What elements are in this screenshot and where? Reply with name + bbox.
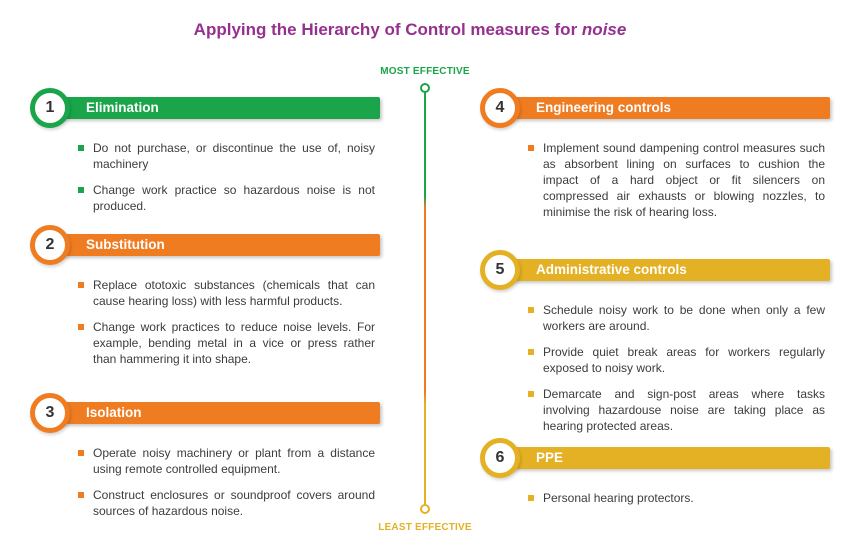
control-measures-list: Personal hearing protectors.	[527, 490, 825, 506]
control-name: PPE	[536, 450, 564, 465]
control-number-badge: 4	[480, 88, 520, 128]
measure-item: Change work practice so hazardous noise …	[77, 182, 375, 214]
control-header: PPE 6	[480, 438, 830, 478]
control-measures-list: Replace ototoxic substances (chemicals t…	[77, 277, 375, 367]
measure-item: Do not purchase, or discontinue the use …	[77, 140, 375, 172]
control-measures-list: Schedule noisy work to be done when only…	[527, 302, 825, 434]
control-number-badge: 6	[480, 438, 520, 478]
measure-item: Demarcate and sign-post areas where task…	[527, 386, 825, 434]
measure-item: Construct enclosures or soundproof cover…	[77, 487, 375, 519]
least-effective-label: LEAST EFFECTIVE	[378, 522, 472, 533]
measure-item: Personal hearing protectors.	[527, 490, 825, 506]
control-engineering: Engineering controls 4 Implement sound d…	[480, 88, 830, 230]
title-emphasis: noise	[581, 20, 627, 39]
control-bar	[500, 259, 830, 281]
title-main: Applying the Hierarchy of Control measur…	[193, 20, 578, 39]
control-administrative: Administrative controls 5 Schedule noisy…	[480, 250, 830, 444]
control-number-badge: 3	[30, 393, 70, 433]
control-bar	[50, 234, 380, 256]
control-header: Administrative controls 5	[480, 250, 830, 290]
measure-item: Provide quiet break areas for workers re…	[527, 344, 825, 376]
control-number-badge: 2	[30, 225, 70, 265]
control-ppe: PPE 6 Personal hearing protectors.	[480, 438, 830, 516]
control-name: Substitution	[86, 237, 165, 252]
measure-item: Replace ototoxic substances (chemicals t…	[77, 277, 375, 309]
control-name: Engineering controls	[536, 100, 672, 115]
control-measures-list: Do not purchase, or discontinue the use …	[77, 140, 375, 214]
control-elimination: Elimination 1 Do not purchase, or discon…	[30, 88, 380, 224]
control-number-badge: 5	[480, 250, 520, 290]
control-isolation: Isolation 3 Operate noisy machinery or p…	[30, 393, 380, 529]
control-bar	[50, 97, 380, 119]
measure-item: Implement sound dampening control measur…	[527, 140, 825, 220]
control-name: Elimination	[86, 100, 159, 115]
measure-item: Change work practices to reduce noise le…	[77, 319, 375, 367]
axis-end-marker	[420, 504, 430, 514]
measure-item: Operate noisy machinery or plant from a …	[77, 445, 375, 477]
control-bar	[500, 447, 830, 469]
control-header: Engineering controls 4	[480, 88, 830, 128]
control-name: Administrative controls	[536, 262, 687, 277]
control-measures-list: Operate noisy machinery or plant from a …	[77, 445, 375, 519]
control-substitution: Substitution 2 Replace ototoxic substanc…	[30, 225, 380, 377]
control-header: Elimination 1	[30, 88, 380, 128]
control-header: Isolation 3	[30, 393, 380, 433]
control-name: Isolation	[86, 405, 142, 420]
control-number-badge: 1	[30, 88, 70, 128]
control-header: Substitution 2	[30, 225, 380, 265]
effectiveness-axis	[424, 92, 426, 508]
most-effective-label: MOST EFFECTIVE	[380, 66, 470, 77]
page-title: Applying the Hierarchy of Control measur…	[0, 20, 820, 40]
measure-item: Schedule noisy work to be done when only…	[527, 302, 825, 334]
control-bar	[500, 97, 830, 119]
control-measures-list: Implement sound dampening control measur…	[527, 140, 825, 220]
control-bar	[50, 402, 380, 424]
